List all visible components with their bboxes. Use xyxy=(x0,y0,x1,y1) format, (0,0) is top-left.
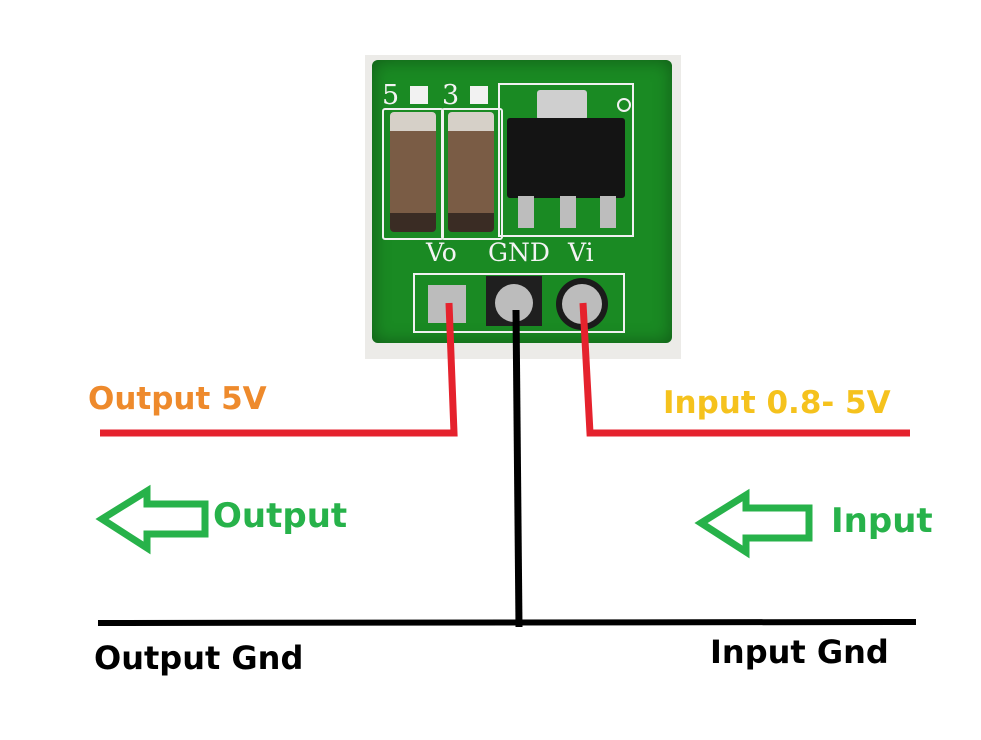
capacitor-outline-1 xyxy=(382,108,444,240)
output-arrow-label: Output xyxy=(213,496,348,536)
silk-label-3: 3 xyxy=(442,80,460,111)
output-arrow-icon xyxy=(95,484,209,555)
silk-label-5: 5 xyxy=(382,80,400,111)
silk-label-vo: Vo xyxy=(426,238,457,267)
solder-jumper-5 xyxy=(410,86,428,104)
silk-label-vi: Vi xyxy=(568,238,594,267)
output-voltage-label: Output 5V xyxy=(88,381,267,417)
regulator-tab xyxy=(537,90,587,120)
regulator-chip xyxy=(507,118,625,198)
ground-wire-horizontal xyxy=(97,619,917,626)
solder-jumper-3 xyxy=(470,86,488,104)
silk-label-gnd: GND xyxy=(488,238,550,267)
capacitor-2 xyxy=(448,112,494,232)
capacitor-outline-2 xyxy=(441,108,503,240)
input-gnd-label: Input Gnd xyxy=(710,633,889,671)
regulator-leg-3 xyxy=(600,196,616,228)
input-arrow-label: Input xyxy=(831,501,933,541)
input-voltage-label: Input 0.8- 5V xyxy=(663,385,891,421)
input-positive-wire xyxy=(579,302,910,437)
ground-wire-vertical xyxy=(512,309,523,628)
output-positive-wire xyxy=(100,302,458,437)
output-gnd-label: Output Gnd xyxy=(94,639,304,677)
input-arrow-icon xyxy=(694,488,813,559)
regulator-outline xyxy=(498,83,634,237)
capacitor-1 xyxy=(390,112,436,232)
regulator-leg-1 xyxy=(518,196,534,228)
pin1-marker xyxy=(617,98,631,112)
regulator-leg-2 xyxy=(560,196,576,228)
